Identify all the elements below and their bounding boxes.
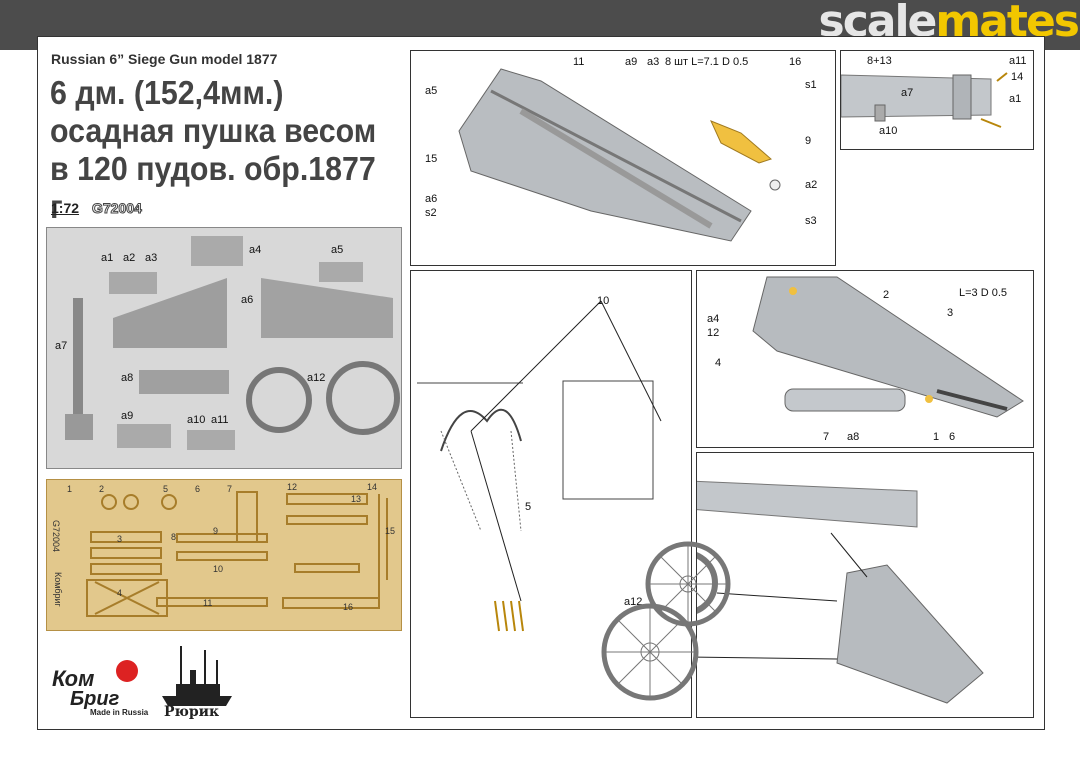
photoetch-number: 10 (213, 564, 224, 574)
callout: 15 (425, 153, 438, 165)
russian-title-line: в 120 пудов. обр.1877 г (50, 150, 376, 225)
panel-assembly (696, 452, 1034, 718)
callout: 2 (883, 289, 890, 301)
callout: a11 (1009, 55, 1027, 67)
callout: a9 (625, 56, 638, 68)
resin-parts-photo: a1 a2 a3 a4 a5 a6 a7 a8 a12 a9 a10 a11 (46, 227, 402, 469)
photo-label: a12 (307, 372, 326, 384)
photoetch-number: 15 (385, 526, 396, 536)
callout: a1 (1009, 93, 1022, 105)
russian-title-line: осадная пушка весом (50, 112, 377, 149)
callout: 7 (823, 431, 830, 443)
photo-label: a7 (55, 340, 68, 352)
russian-title-line: 6 дм. (152,4мм.) (50, 74, 284, 111)
resin-parts-drawing (65, 236, 400, 450)
callout: 10 (597, 295, 610, 307)
photoetch-number: 11 (203, 598, 213, 608)
photo-label: a1 (101, 252, 114, 264)
callout: a3 (647, 56, 660, 68)
rurik-logo: Рюрик (160, 640, 234, 722)
photoetch-code: G72004 (51, 520, 61, 553)
assembly-drawing (697, 480, 984, 704)
photoetch-number: 7 (227, 484, 233, 494)
photoetch-number: 1 (67, 484, 73, 494)
callout: 16 (789, 56, 802, 68)
photo-label: a3 (145, 252, 158, 264)
callout: a4 (707, 313, 720, 325)
scale-label: 1:72 (51, 200, 80, 216)
kombrig-logo: Ком Бриг Made in Russia (52, 660, 152, 720)
callout: a7 (901, 87, 914, 99)
photoetch-number: 9 (213, 526, 219, 536)
callout: 3 (947, 307, 954, 319)
made-in-russia: Made in Russia (90, 708, 149, 717)
russian-title: 6 дм. (152,4мм.) осадная пушка весом в 1… (50, 74, 390, 226)
panel-wheel-chain: 10 5 (410, 270, 692, 718)
photoetch-number: 12 (287, 482, 298, 492)
callout: 8+13 (867, 55, 892, 67)
panel-chassis-side: 2 L=3 D 0.5 a4 3 12 4 7 a8 1 6 (696, 270, 1034, 448)
chassis-side-drawing (752, 276, 1024, 418)
callout: s2 (425, 207, 437, 219)
callout: a8 (847, 431, 860, 443)
photoetch-parts-drawing (86, 491, 388, 617)
barrel-drawing (841, 72, 1008, 128)
photo-label: a10 (187, 414, 206, 426)
callout: 14 (1011, 71, 1024, 83)
callout: 4 (715, 357, 722, 369)
photoetch-number: 2 (99, 484, 105, 494)
callout: 1 (933, 431, 940, 443)
callout: 12 (707, 327, 720, 339)
callout: a2 (805, 179, 818, 191)
chain-detail-drawing (417, 300, 662, 632)
callout: 6 (949, 431, 956, 443)
chassis-top-drawing (458, 68, 781, 242)
panel-chassis-top: 11 a9 a3 8 шт L=7.1 D 0.5 16 a5 s1 9 15 … (410, 50, 836, 266)
callout: 5 (525, 501, 532, 513)
photo-label: a4 (249, 244, 262, 256)
kombrig-text-2: Бриг (70, 688, 120, 710)
photoetch-number: 6 (195, 484, 201, 494)
callout: a10 (879, 125, 898, 137)
photo-label: a11 (211, 414, 229, 426)
callout: a6 (425, 193, 438, 205)
scalemates-logo[interactable]: scalemates (818, 0, 1080, 47)
photoetch-number: 4 (117, 588, 123, 598)
callout: 9 (805, 135, 812, 147)
rurik-text: Рюрик (164, 704, 220, 720)
photoetch-fret: 1 2 3 4 5 6 7 8 9 10 11 12 13 14 15 16 G… (46, 479, 402, 631)
photoetch-number: 14 (367, 482, 378, 492)
kit-code: G72004 (92, 200, 143, 217)
callout: L=3 D 0.5 (959, 287, 1008, 299)
kombrig-text-1: Ком (52, 666, 95, 691)
photoetch-number: 13 (351, 494, 362, 504)
photo-label: a6 (241, 294, 254, 306)
photoetch-number: 5 (163, 484, 169, 494)
photo-label: a5 (331, 244, 344, 256)
photoetch-number: 16 (343, 602, 354, 612)
photo-label: a2 (123, 252, 136, 264)
callout: 8 шт L=7.1 D 0.5 (665, 56, 749, 68)
english-title: Russian 6” Siege Gun model 1877 (51, 51, 278, 67)
ship-icon (162, 646, 232, 706)
callout: s1 (805, 79, 817, 91)
photoetch-number: 8 (171, 532, 177, 542)
callout: a5 (425, 85, 438, 97)
kombrig-star-icon (116, 660, 138, 682)
callout: a12 (624, 596, 643, 608)
callout: s3 (805, 215, 817, 227)
photoetch-number: 3 (117, 534, 123, 544)
photo-label: a9 (121, 410, 134, 422)
callout: 11 (573, 56, 585, 68)
photo-label: a8 (121, 372, 134, 384)
panel-barrel: 8+13 a11 14 a7 a1 a10 (840, 50, 1034, 150)
photoetch-maker: Комбриг (53, 572, 63, 607)
